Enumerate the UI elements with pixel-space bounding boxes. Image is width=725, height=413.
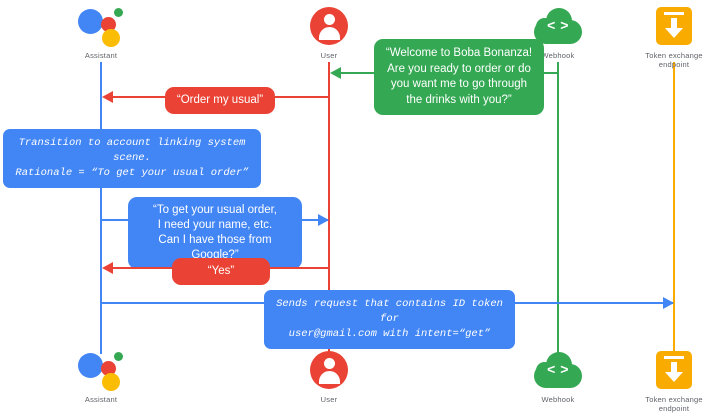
actor-label-assistant-top: Assistant <box>84 51 118 60</box>
assistant-dot-blue <box>78 353 103 378</box>
download-arrow-head <box>665 28 683 38</box>
actor-webhook-bottom: < > Webhook <box>498 348 618 404</box>
arrow-head-sends-request <box>663 297 674 309</box>
actor-endpoint-top: Token exchange endpoint <box>614 4 725 69</box>
message-bubble-yes: “Yes” <box>172 258 270 285</box>
actor-label-user-bottom: User <box>320 395 338 404</box>
code-brackets-icon: < > <box>547 17 569 33</box>
actor-label-webhook-bottom: Webhook <box>541 395 575 404</box>
download-arrow-stem <box>671 18 677 29</box>
webhook-icon-bottom: < > <box>498 348 618 392</box>
user-icon-top <box>269 4 389 48</box>
user-icon-bottom <box>269 348 389 392</box>
lifeline-endpoint <box>673 62 675 354</box>
download-arrow-stem <box>671 362 677 373</box>
cloud-body <box>534 20 582 44</box>
actor-assistant-bottom: Assistant <box>41 348 161 404</box>
assistant-icon-top <box>41 4 161 48</box>
lifeline-assistant <box>100 62 102 354</box>
message-bubble-ask-for-name: “To get your usual order, I need your na… <box>128 197 302 269</box>
arrow-head-order-my-usual <box>102 91 113 103</box>
actor-label-endpoint-top: Token exchange endpoint <box>645 51 703 69</box>
assistant-dot-red <box>101 17 116 32</box>
endpoint-icon-bottom <box>614 348 725 392</box>
message-bubble-welcome: “Welcome to Boba Bonanza! Are you ready … <box>374 39 544 115</box>
actor-label-webhook-top: Webhook <box>541 51 575 60</box>
code-brackets-icon: < > <box>547 361 569 377</box>
arrow-head-welcome <box>330 67 341 79</box>
webhook-icon-top: < > <box>498 4 618 48</box>
assistant-dot-green <box>114 352 123 361</box>
message-bubble-order-my-usual: “Order my usual” <box>165 87 275 114</box>
actor-user-bottom: User <box>269 348 389 404</box>
download-bar <box>664 12 684 15</box>
lifeline-webhook <box>557 62 559 354</box>
actor-label-user-top: User <box>320 51 338 60</box>
download-bar <box>664 356 684 359</box>
cloud-body <box>534 364 582 388</box>
message-bubble-transition-note: Transition to account linking system sce… <box>3 129 261 188</box>
assistant-dot-blue <box>78 9 103 34</box>
endpoint-icon-top <box>614 4 725 48</box>
actor-label-assistant-bottom: Assistant <box>84 395 118 404</box>
assistant-dot-red <box>101 361 116 376</box>
download-arrow-head <box>665 372 683 382</box>
actor-assistant-top: Assistant <box>41 4 161 60</box>
actor-endpoint-bottom: Token exchange endpoint <box>614 348 725 413</box>
actor-webhook-top: < > Webhook <box>498 4 618 60</box>
assistant-dot-yellow <box>102 373 120 391</box>
actor-user-top: User <box>269 4 389 60</box>
arrow-head-yes <box>102 262 113 274</box>
assistant-dot-green <box>114 8 123 17</box>
lifeline-user <box>328 62 330 354</box>
message-bubble-sends-request: Sends request that contains ID token for… <box>264 290 515 349</box>
actor-label-endpoint-bottom: Token exchange endpoint <box>645 395 703 413</box>
arrow-head-ask-for-name <box>318 214 329 226</box>
assistant-icon-bottom <box>41 348 161 392</box>
assistant-dot-yellow <box>102 29 120 47</box>
